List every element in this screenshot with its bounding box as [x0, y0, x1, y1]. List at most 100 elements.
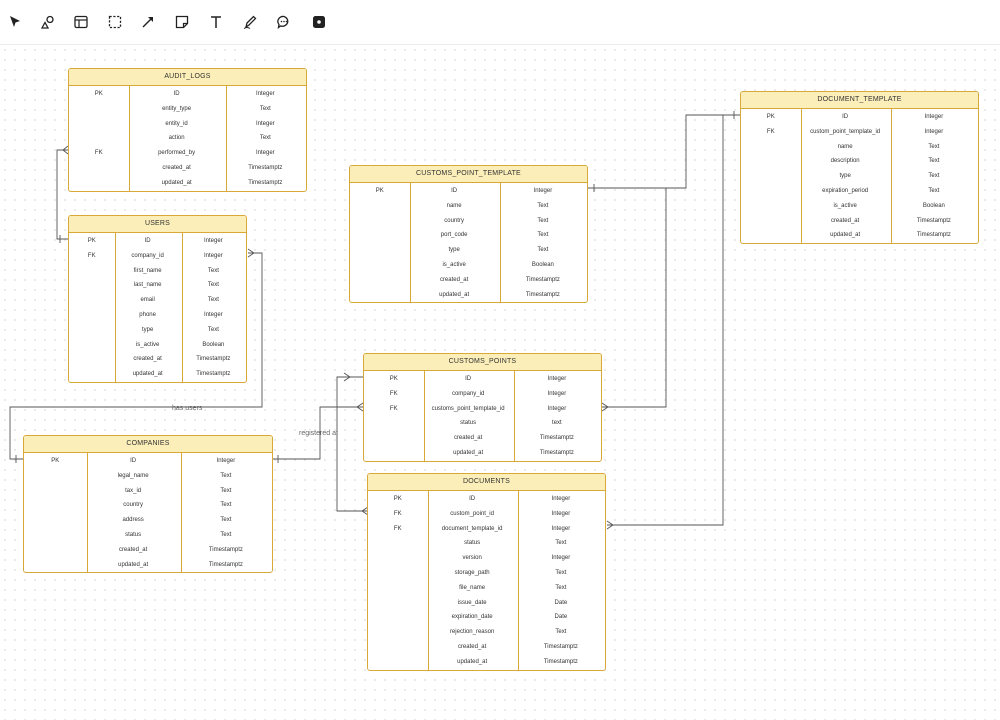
key-cell: [350, 243, 410, 258]
key-cell: [24, 498, 87, 513]
frame-tool[interactable]: [106, 13, 124, 31]
table-row[interactable]: legal_name Text: [24, 469, 272, 484]
column-name-cell: name: [837, 143, 853, 150]
key-cell: [350, 214, 410, 229]
column-type-cell: Text: [220, 472, 232, 479]
column-type-cell: Text: [259, 135, 271, 142]
column-name-cell: created_at: [439, 276, 469, 283]
column-name-cell: legal_name: [117, 472, 149, 479]
shapes-tool[interactable]: [39, 13, 57, 31]
text-tool[interactable]: [207, 13, 225, 31]
key-cell: FK: [766, 128, 775, 135]
column-divider: [514, 371, 515, 461]
column-type-cell: Integer: [216, 458, 236, 464]
cursor-arrow-icon: [10, 16, 20, 27]
key-cell: [364, 446, 424, 461]
column-type-cell: Timestamptz: [208, 546, 243, 553]
table-row[interactable]: created_at Timestamptz: [24, 543, 272, 558]
column-type-cell: Integer: [551, 555, 571, 562]
sticky-note-tool[interactable]: [173, 13, 191, 31]
more-tool[interactable]: [310, 13, 328, 31]
column-name-cell: created_at: [118, 546, 148, 553]
pen-tool[interactable]: [241, 13, 259, 31]
dashed-frame-icon: [108, 15, 122, 29]
arrow-tool[interactable]: [139, 13, 157, 31]
comment-tool[interactable]: [275, 13, 293, 31]
key-cell: PK: [94, 91, 103, 97]
column-type-cell: text: [552, 420, 562, 427]
select-tool[interactable]: [6, 13, 24, 31]
column-divider: [226, 86, 227, 191]
column-name-cell: company_id: [131, 252, 164, 259]
key-cell: PK: [375, 188, 384, 194]
column-divider: [410, 183, 411, 303]
table-tool[interactable]: [72, 13, 90, 31]
